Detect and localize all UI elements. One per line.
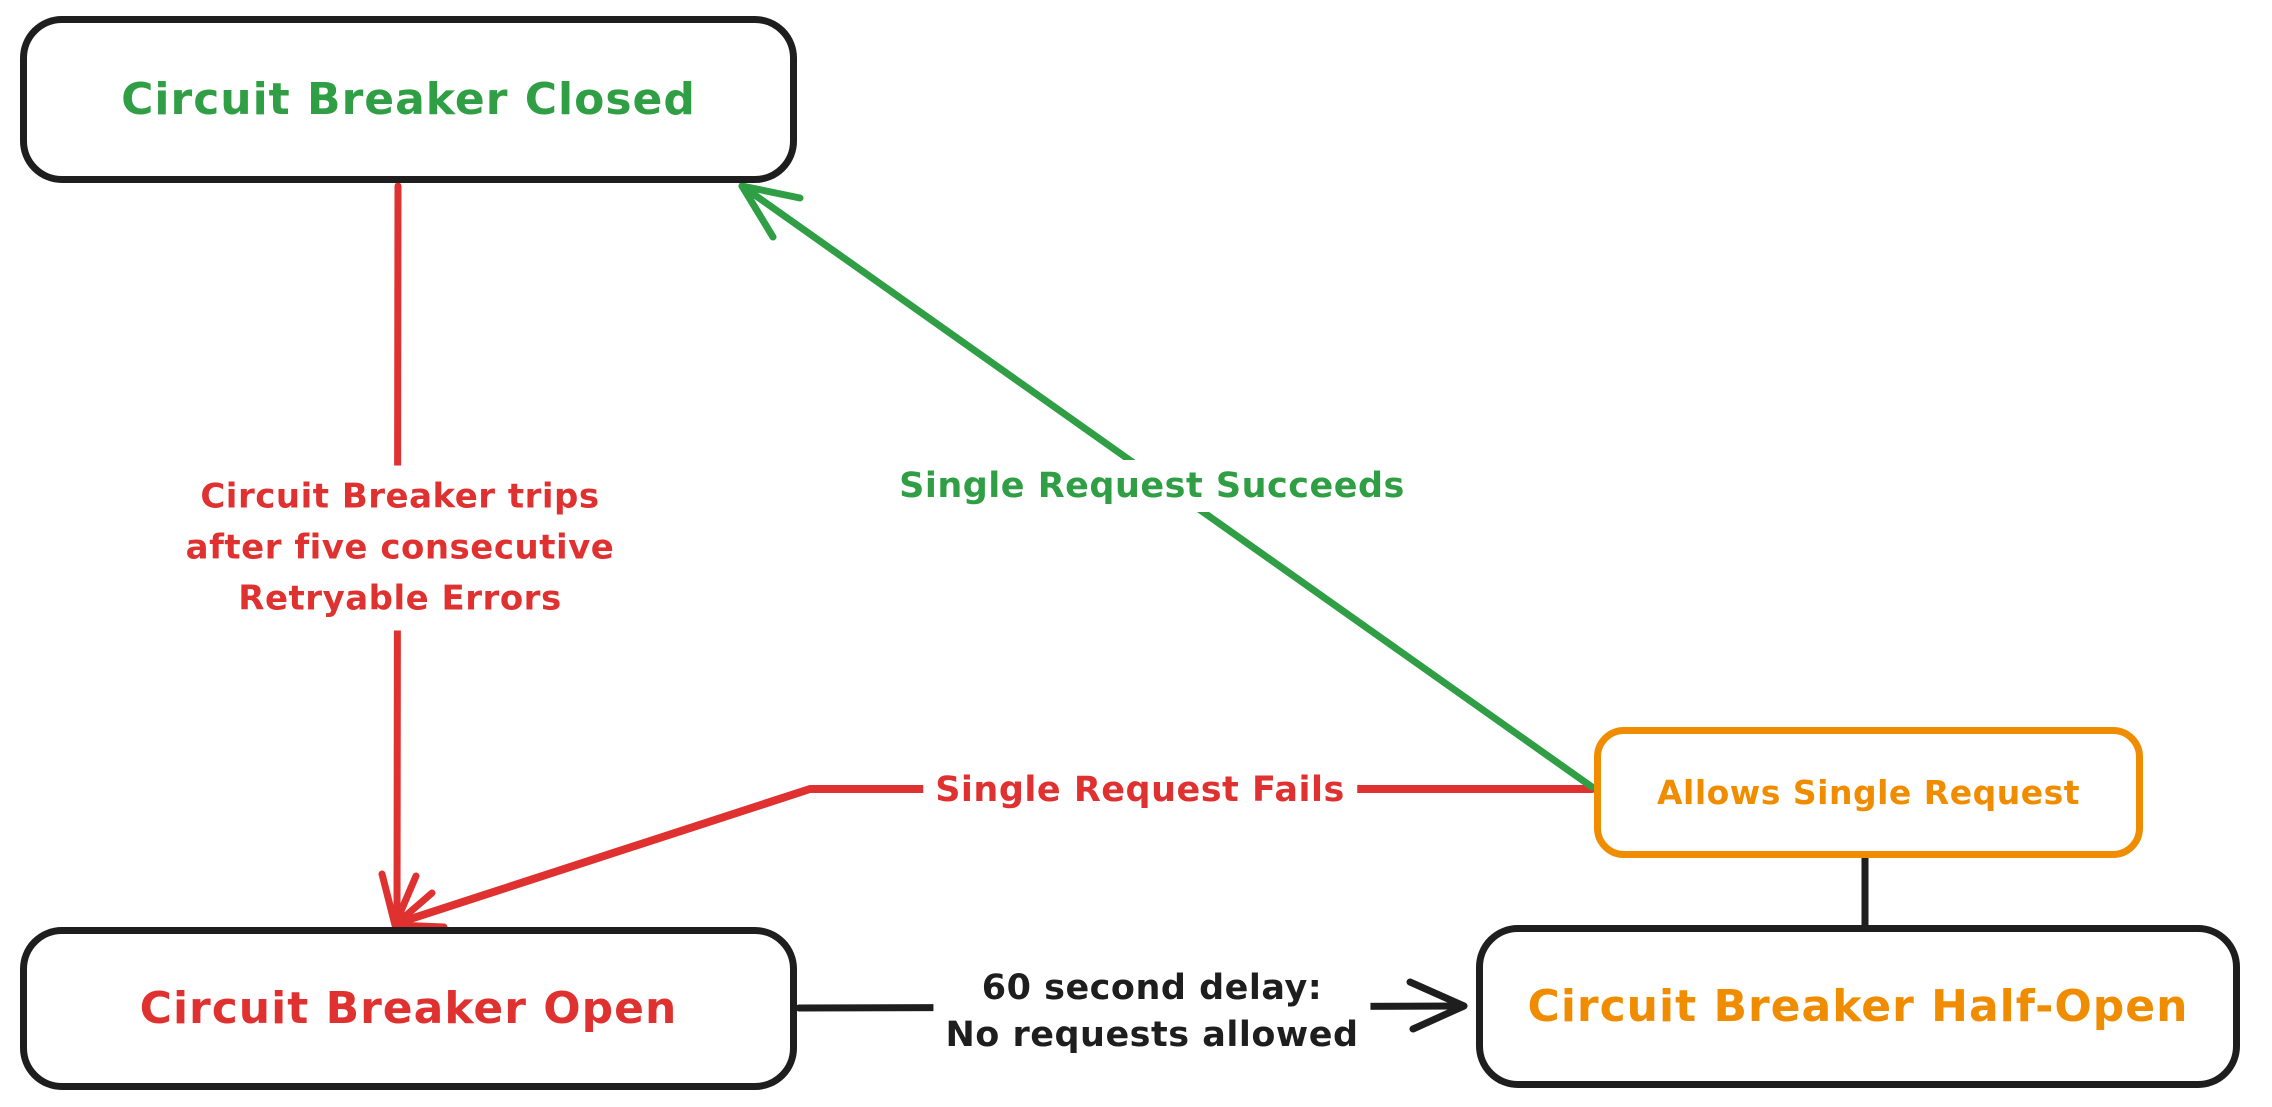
node-circuit-breaker-closed: Circuit Breaker Closed — [20, 16, 797, 183]
node-closed-label: Circuit Breaker Closed — [121, 74, 696, 125]
edge-label-fails-text: Single Request Fails — [935, 770, 1345, 810]
node-circuit-breaker-half-open: Circuit Breaker Half-Open — [1476, 925, 2240, 1088]
node-allows-single-request: Allows Single Request — [1594, 727, 2143, 858]
node-circuit-breaker-open: Circuit Breaker Open — [20, 927, 797, 1090]
edge-label-trips-line-3: Retryable Errors — [238, 578, 562, 619]
edge-label-delay-line-2: No requests allowed — [945, 1015, 1359, 1055]
node-allows-label: Allows Single Request — [1656, 773, 2081, 812]
node-half-open-label: Circuit Breaker Half-Open — [1527, 981, 2189, 1032]
edge-label-trips-line-1: Circuit Breaker trips — [200, 476, 600, 517]
edge-succeeds-arrowhead — [738, 182, 804, 241]
edge-label-fails: Single Request Fails — [923, 764, 1357, 816]
node-open-label: Circuit Breaker Open — [139, 983, 678, 1034]
edge-delay-arrowhead — [1406, 978, 1468, 1033]
edge-label-delay-line-1: 60 second delay: — [981, 967, 1323, 1008]
edge-label-succeeds-text: Single Request Succeeds — [899, 466, 1405, 506]
edge-label-trips: Circuit Breaker trips after five consecu… — [173, 465, 627, 631]
edge-label-succeeds: Single Request Succeeds — [887, 460, 1417, 512]
edge-trips-arrowhead — [378, 870, 448, 931]
edge-label-delay: 60 second delay: No requests allowed — [933, 958, 1371, 1066]
edge-label-trips-line-2: after five consecutive — [185, 527, 615, 568]
